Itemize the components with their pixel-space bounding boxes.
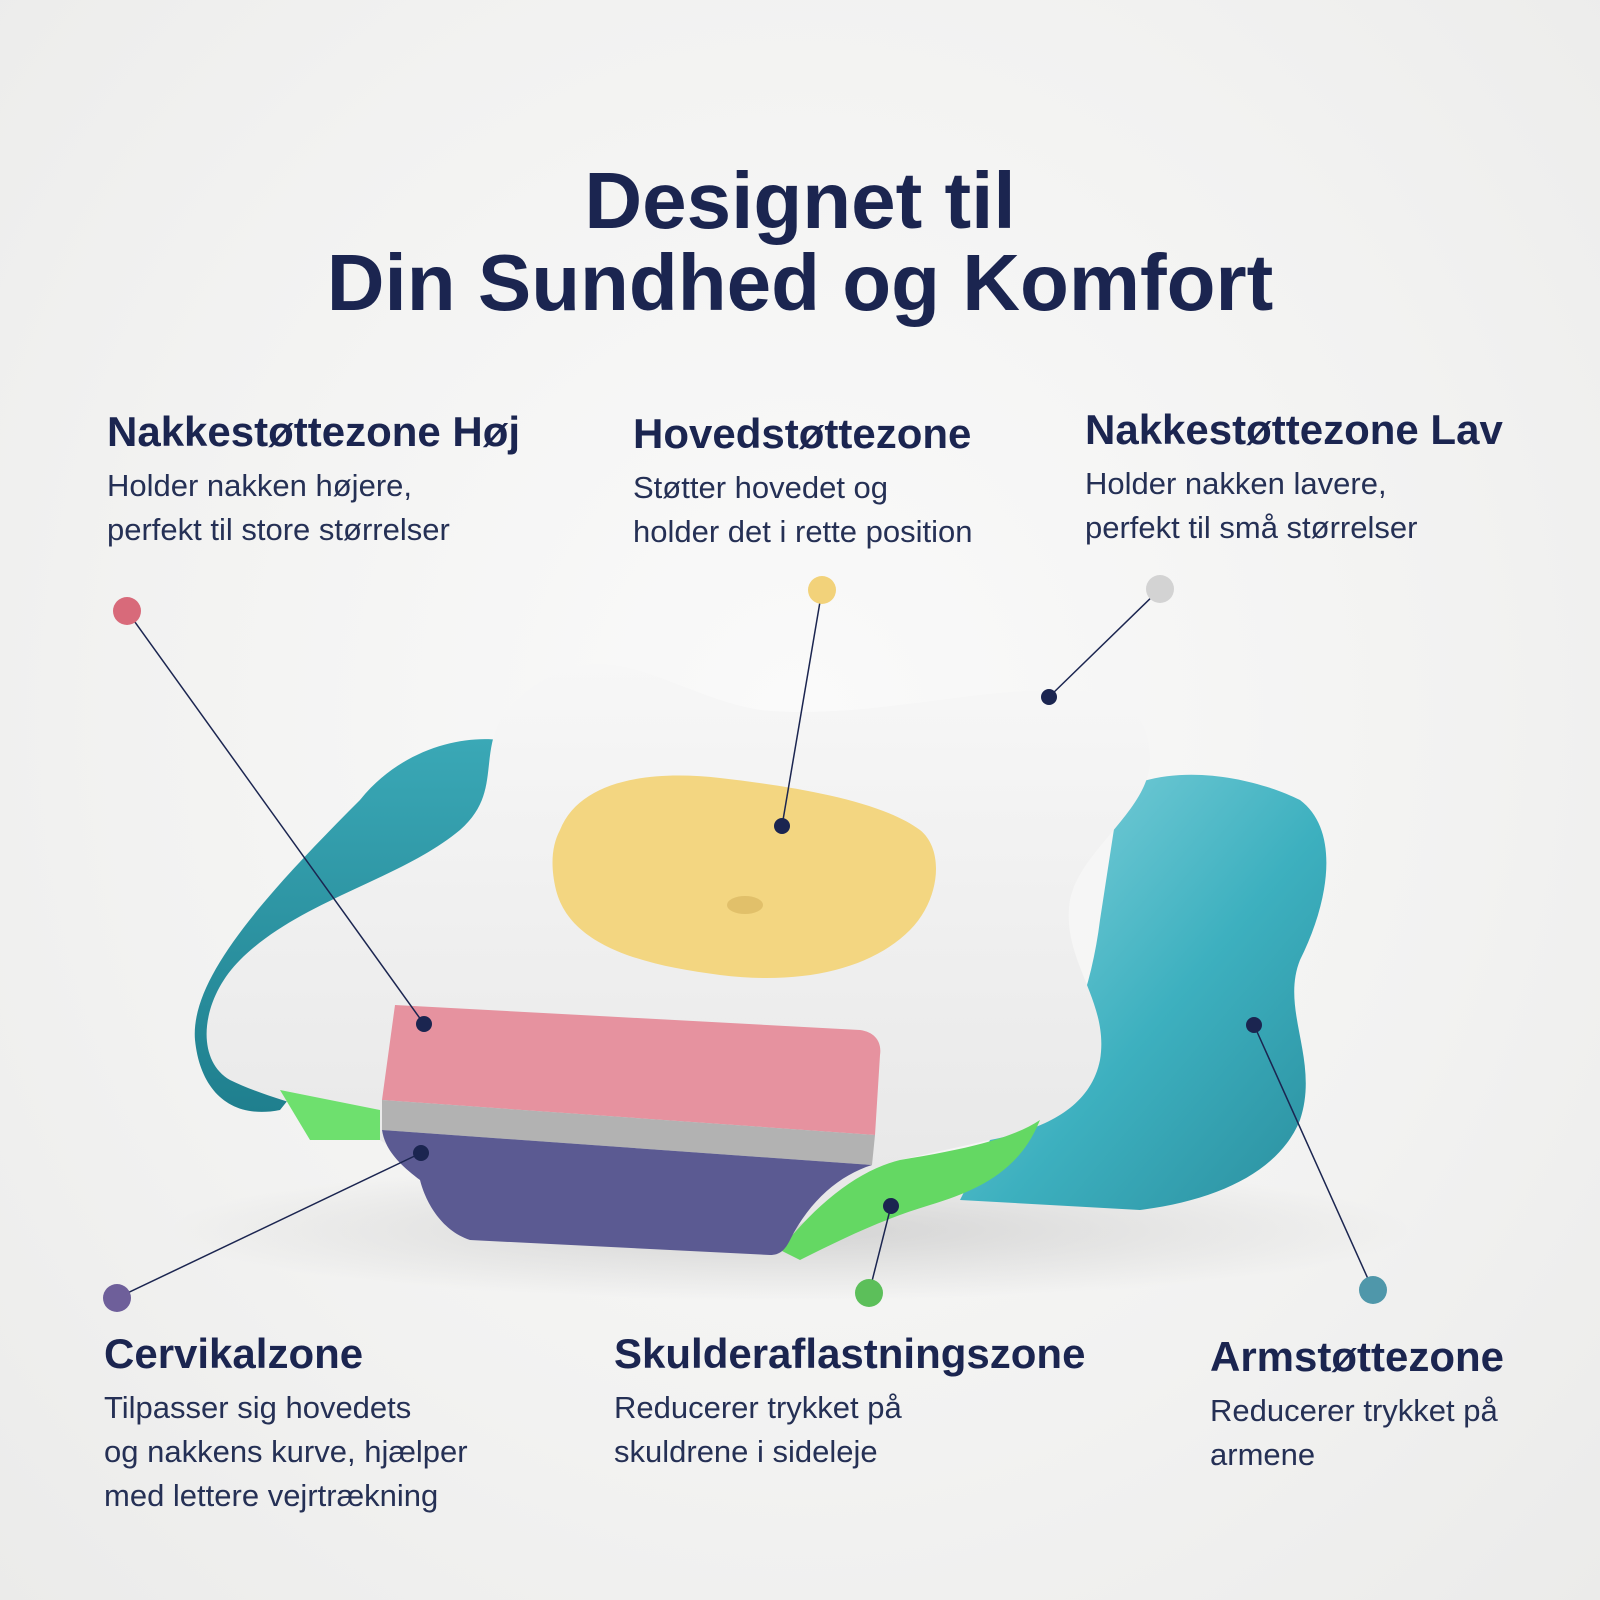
callout-line-shoulder	[868, 1205, 892, 1294]
zone-neck-low-desc-line-1: Holder nakken lavere,	[1085, 466, 1387, 501]
callout-line-head	[781, 589, 823, 827]
zone-head-desc-line-1: Støtter hovedet og	[633, 470, 889, 505]
marker-cervical	[413, 1145, 429, 1161]
callout-lines	[116, 588, 1374, 1299]
zone-shoulder-desc-line-1: Reducerer trykket på	[614, 1390, 902, 1425]
callout-line-cervical	[116, 1152, 422, 1299]
pillow-grey-band	[382, 1100, 875, 1165]
dot-shoulder	[855, 1279, 883, 1307]
zone-neck-high-desc-line-2: perfekt til store størrelser	[107, 512, 450, 547]
zone-neck-low-desc: Holder nakken lavere, perfekt til små st…	[1085, 462, 1503, 550]
zone-head-desc-line-2: holder det i rette position	[633, 514, 973, 549]
zone-cervical: Cervikalzone Tilpasser sig hovedets og n…	[104, 1330, 468, 1518]
zone-arm-title: Armstøttezone	[1210, 1333, 1505, 1380]
zone-neck-high-desc-line-1: Holder nakken højere,	[107, 468, 412, 503]
zone-neck-low-desc-line-2: perfekt til små størrelser	[1085, 510, 1418, 545]
pillow-shoulder-right	[780, 1120, 1040, 1260]
pillow-head-zone	[552, 775, 937, 978]
dot-neck-high	[113, 597, 141, 625]
zone-arm: Armstøttezone Reducerer trykket på armen…	[1210, 1333, 1504, 1477]
page-title: Designet til Din Sundhed og Komfort	[0, 160, 1600, 324]
zone-cervical-desc-line-1: Tilpasser sig hovedets	[104, 1390, 412, 1425]
marker-neck-low	[1041, 689, 1057, 705]
zone-shoulder-desc: Reducerer trykket på skuldrene i sidelej…	[614, 1386, 1085, 1474]
zone-neck-high-title: Nakkestøttezone Høj	[107, 408, 521, 455]
zone-head-title: Hovedstøttezone	[633, 410, 972, 457]
callout-line-neck-high	[126, 610, 425, 1025]
dot-cervical	[103, 1284, 131, 1312]
callout-line-neck-low	[1048, 588, 1161, 698]
zone-arm-desc: Reducerer trykket på armene	[1210, 1389, 1504, 1477]
pillow-cervical-zone	[382, 1130, 872, 1255]
zone-head: Hovedstøttezone Støtter hovedet og holde…	[633, 410, 973, 554]
dot-head	[808, 576, 836, 604]
zone-neck-high: Nakkestøttezone Høj Holder nakken højere…	[107, 408, 520, 552]
zone-cervical-desc: Tilpasser sig hovedets og nakkens kurve,…	[104, 1386, 468, 1518]
zone-cervical-title: Cervikalzone	[104, 1330, 364, 1377]
marker-arm	[1246, 1017, 1262, 1033]
marker-head	[774, 818, 790, 834]
callout-line-arm	[1253, 1024, 1374, 1291]
zone-head-desc: Støtter hovedet og holder det i rette po…	[633, 466, 973, 554]
pillow-neck-zone	[382, 1005, 881, 1135]
zone-neck-low: Nakkestøttezone Lav Holder nakken lavere…	[1085, 406, 1503, 550]
zone-neck-low-title: Nakkestøttezone Lav	[1085, 406, 1503, 453]
title-line-2: Din Sundhed og Komfort	[326, 238, 1274, 327]
marker-neck-high	[416, 1016, 432, 1032]
zone-cervical-desc-line-2: og nakkens kurve, hjælper	[104, 1434, 468, 1469]
zone-shoulder-title: Skulderaflastningszone	[614, 1330, 1086, 1377]
zone-neck-high-desc: Holder nakken højere, perfekt til store …	[107, 464, 520, 552]
callout-markers	[413, 689, 1262, 1214]
dot-neck-low	[1146, 575, 1174, 603]
marker-shoulder	[883, 1198, 899, 1214]
zone-cervical-desc-line-3: med lettere vejrtrækning	[104, 1478, 439, 1513]
zone-shoulder: Skulderaflastningszone Reducerer trykket…	[614, 1330, 1085, 1474]
pillow-shoulder-left	[280, 1090, 380, 1140]
pillow-head-dimple	[727, 896, 763, 914]
title-line-1: Designet til	[584, 156, 1016, 245]
zone-shoulder-desc-line-2: skuldrene i sideleje	[614, 1434, 878, 1469]
dot-arm	[1359, 1276, 1387, 1304]
zone-arm-desc-line-1: Reducerer trykket på	[1210, 1393, 1498, 1428]
zone-arm-desc-line-2: armene	[1210, 1437, 1316, 1472]
